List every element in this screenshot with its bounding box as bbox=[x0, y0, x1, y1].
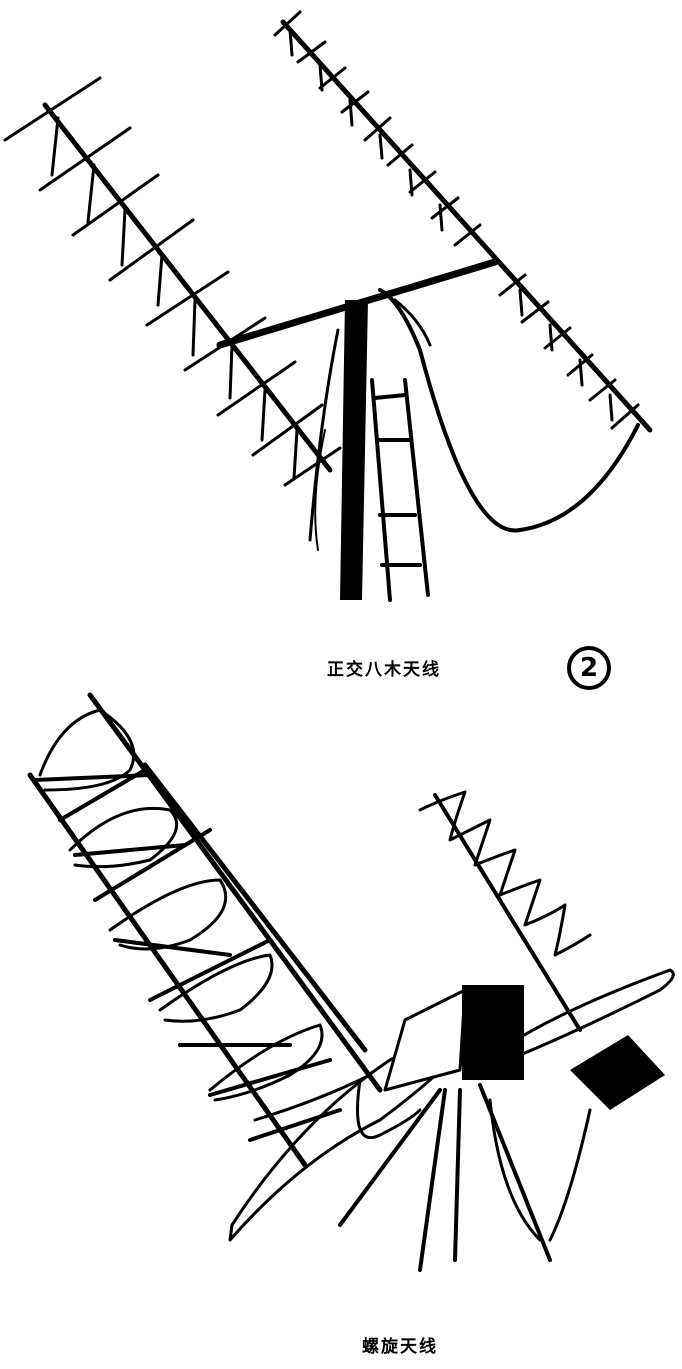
helical-caption: 螺旋天线 bbox=[362, 1337, 438, 1357]
helical-drawing bbox=[27, 692, 675, 1272]
crossed-yagi-caption: 正交八木天线 bbox=[327, 660, 441, 680]
crossed-yagi-drawing bbox=[3, 10, 653, 602]
figure-number-badge: 2 bbox=[567, 646, 611, 690]
